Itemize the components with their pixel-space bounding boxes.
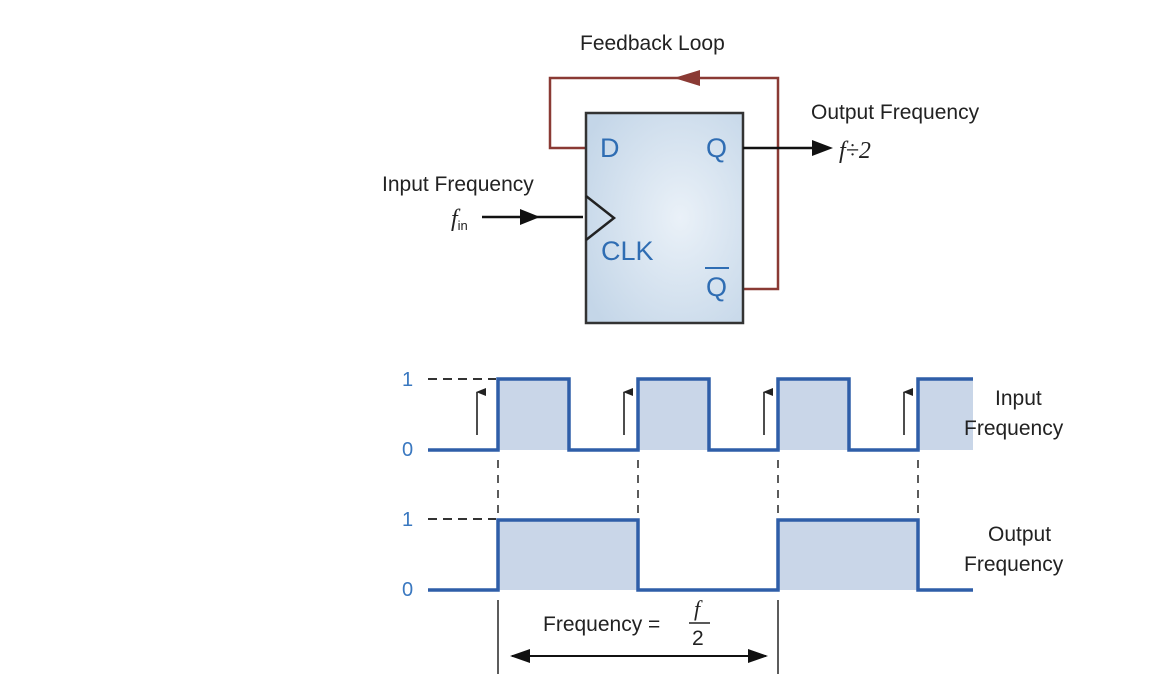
output-waveform xyxy=(428,518,973,592)
output-waveform-fill xyxy=(498,520,918,590)
input-waveform-name-line2: Frequency xyxy=(964,417,1064,440)
clock-triangle-icon xyxy=(585,195,617,241)
pin-q-label: Q xyxy=(706,133,727,163)
period-arrow-right-icon xyxy=(748,649,768,663)
period-arrow-left-icon xyxy=(510,649,530,663)
output-symbol: f÷2 xyxy=(839,138,871,164)
output-frequency-label: Output Frequency xyxy=(811,101,980,124)
input-low-label: 0 xyxy=(402,439,413,461)
input-symbol: fin xyxy=(451,206,468,233)
equation-denominator: 2 xyxy=(692,627,704,650)
feedback-wire xyxy=(548,76,780,291)
output-waveform-name-line1: Output xyxy=(988,523,1051,546)
output-high-label: 1 xyxy=(402,509,413,531)
input-waveform-fill xyxy=(498,379,973,450)
equation-numerator: f xyxy=(694,596,703,621)
clock-edge-arrows xyxy=(476,388,913,435)
output-waveform-name-line2: Frequency xyxy=(964,553,1064,576)
output-arrowhead-icon xyxy=(812,140,833,156)
feedback-loop-label: Feedback Loop xyxy=(580,32,725,55)
edge-alignment-lines xyxy=(497,460,919,520)
input-frequency-label: Input Frequency xyxy=(382,173,534,196)
input-high-label: 1 xyxy=(402,369,413,391)
pin-d-label: D xyxy=(600,133,620,163)
input-arrowhead-icon xyxy=(520,209,540,225)
frequency-equation-text: Frequency = xyxy=(543,613,660,636)
pin-q-bar-label: Q xyxy=(706,272,727,302)
output-low-label: 0 xyxy=(402,579,413,601)
input-waveform-name-line1: Input xyxy=(995,387,1042,410)
flipflop-block xyxy=(584,111,745,325)
input-waveform xyxy=(428,377,973,452)
pin-clk-label: CLK xyxy=(601,236,654,266)
feedback-arrow-icon xyxy=(674,70,700,86)
